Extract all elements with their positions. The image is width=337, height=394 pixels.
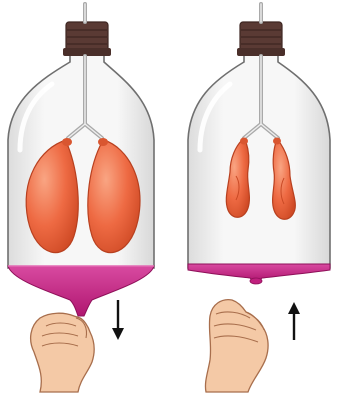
hand-pushing-right [205, 300, 268, 392]
panel-inhale [8, 4, 154, 392]
up-arrow [288, 302, 300, 340]
hand-pulling-left [31, 313, 95, 392]
rubber-diaphragm-pulled-down [8, 266, 154, 316]
down-arrow [112, 300, 124, 340]
cork-stopper-left [63, 22, 111, 56]
cork-stopper-right [237, 22, 285, 56]
panel-exhale [188, 4, 330, 392]
